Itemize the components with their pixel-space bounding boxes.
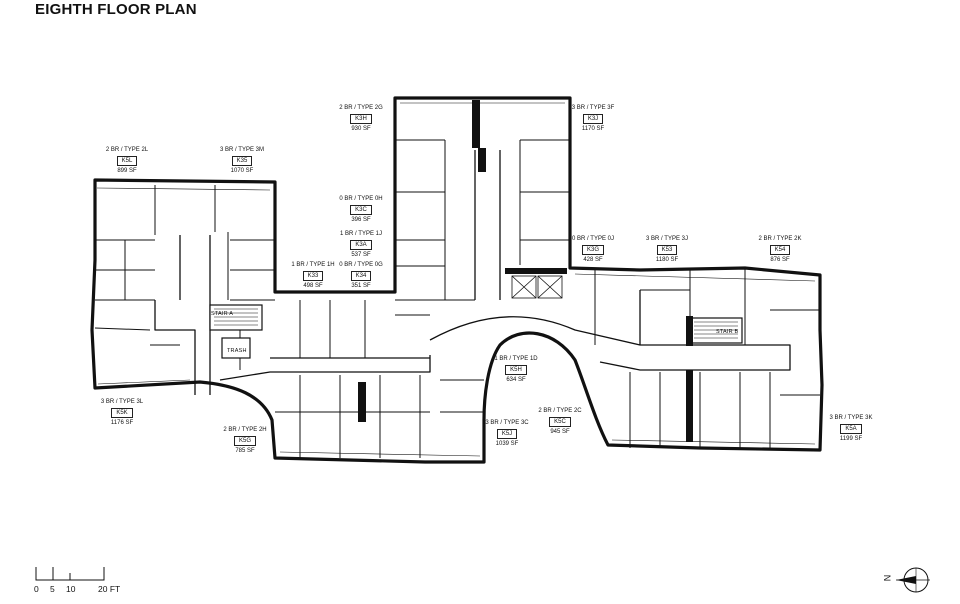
unit-id: K5A bbox=[840, 424, 862, 434]
shaft bbox=[505, 268, 567, 274]
trash-room bbox=[221, 337, 251, 359]
unit-type: 3 BR / TYPE 3K bbox=[829, 415, 873, 421]
unit-area: 1170 SF bbox=[581, 126, 605, 132]
unit-id: K3G bbox=[581, 245, 604, 255]
unit-type: 3 BR / TYPE 3L bbox=[100, 399, 144, 405]
unit-id: K33 bbox=[302, 271, 324, 281]
shaft bbox=[472, 100, 480, 148]
trash-label: TRASH bbox=[227, 348, 247, 354]
unit-label: 1 BR / TYPE 1D K5H 634 SF bbox=[471, 355, 561, 385]
elevator bbox=[537, 275, 563, 299]
unit-label: 2 BR / TYPE 2G K3H 930 SF bbox=[316, 104, 406, 134]
scale-bar: 0 5 10 20 FT bbox=[34, 563, 154, 597]
unit-label: 0 BR / TYPE 0G K34 351 SF bbox=[316, 261, 406, 291]
unit-area: 930 SF bbox=[351, 126, 371, 132]
unit-type: 0 BR / TYPE 0H bbox=[339, 196, 383, 202]
unit-area: 1199 SF bbox=[839, 436, 863, 442]
unit-type: 1 BR / TYPE 1D bbox=[494, 356, 538, 362]
scale-tick: 20 FT bbox=[98, 584, 121, 594]
unit-id: K5H bbox=[505, 365, 527, 375]
unit-area: 785 SF bbox=[235, 448, 255, 454]
exterior-wall bbox=[90, 96, 824, 464]
unit-type: 0 BR / TYPE 0J bbox=[572, 236, 614, 242]
unit-area: 1070 SF bbox=[230, 168, 254, 174]
unit-label: 0 BR / TYPE 0H K3C 396 SF bbox=[316, 195, 406, 225]
unit-type: 3 BR / TYPE 3J bbox=[646, 236, 688, 242]
unit-type: 2 BR / TYPE 2L bbox=[105, 147, 149, 153]
unit-id: K5L bbox=[116, 156, 138, 166]
unit-id: K5C bbox=[549, 417, 571, 427]
unit-area: 876 SF bbox=[770, 257, 790, 263]
shaft bbox=[478, 148, 486, 172]
unit-type: 0 BR / TYPE 0G bbox=[339, 262, 383, 268]
unit-area: 1039 SF bbox=[495, 441, 519, 447]
unit-label: 3 BR / TYPE 3C K5J 1039 SF bbox=[462, 419, 552, 449]
unit-area: 1180 SF bbox=[655, 257, 679, 263]
scale-tick: 5 bbox=[50, 584, 55, 594]
unit-label: 3 BR / TYPE 3F K3J 1170 SF bbox=[548, 104, 638, 134]
unit-id: K5K bbox=[111, 408, 133, 418]
unit-id: K53 bbox=[656, 245, 678, 255]
scale-tick: 10 bbox=[66, 584, 76, 594]
page-title: EIGHTH FLOOR PLAN bbox=[35, 1, 197, 18]
unit-label: 2 BR / TYPE 2K K54 876 SF bbox=[735, 235, 825, 265]
unit-type: 1 BR / TYPE 1J bbox=[340, 231, 382, 237]
unit-label: 1 BR / TYPE 1H K33 498 SF bbox=[268, 261, 358, 291]
unit-id: K5G bbox=[233, 436, 256, 446]
north-arrow: N bbox=[882, 566, 934, 596]
unit-area: 1176 SF bbox=[110, 420, 134, 426]
shaft bbox=[686, 370, 693, 442]
unit-type: 3 BR / TYPE 3C bbox=[485, 420, 529, 426]
unit-type: 2 BR / TYPE 2C bbox=[538, 408, 582, 414]
unit-area: 899 SF bbox=[117, 168, 137, 174]
unit-label: 2 BR / TYPE 2H K5G 785 SF bbox=[200, 426, 290, 456]
shaft bbox=[358, 382, 366, 422]
unit-label: 3 BR / TYPE 3K K5A 1199 SF bbox=[806, 414, 896, 444]
unit-label: 2 BR / TYPE 2C K5C 945 SF bbox=[515, 407, 605, 437]
unit-area: 428 SF bbox=[583, 257, 603, 263]
unit-type: 2 BR / TYPE 2K bbox=[758, 236, 802, 242]
unit-type: 2 BR / TYPE 2G bbox=[339, 105, 383, 111]
interior-walls-left bbox=[94, 185, 275, 370]
unit-type: 3 BR / TYPE 3F bbox=[571, 105, 615, 111]
stair-b-label: STAIR B bbox=[716, 329, 739, 335]
interior-walls-east bbox=[594, 268, 820, 448]
unit-type: 3 BR / TYPE 3M bbox=[220, 147, 264, 153]
unit-area: 945 SF bbox=[550, 429, 570, 435]
unit-area: 634 SF bbox=[506, 377, 526, 383]
unit-area: 351 SF bbox=[351, 283, 371, 289]
unit-id: K54 bbox=[769, 245, 791, 255]
unit-label: 1 BR / TYPE 1J K3A 537 SF bbox=[316, 230, 406, 260]
unit-area: 498 SF bbox=[303, 283, 323, 289]
unit-label: 3 BR / TYPE 3M K35 1070 SF bbox=[197, 146, 287, 176]
unit-id: K3C bbox=[350, 205, 372, 215]
shaft bbox=[686, 316, 693, 346]
compass-icon bbox=[896, 567, 930, 593]
scale-bar-graphic bbox=[35, 567, 105, 581]
unit-id: K35 bbox=[231, 156, 253, 166]
unit-label: 3 BR / TYPE 3L K5K 1176 SF bbox=[77, 398, 167, 428]
unit-id: K5J bbox=[496, 429, 518, 439]
unit-id: K34 bbox=[350, 271, 372, 281]
balcony-rails bbox=[96, 102, 816, 457]
unit-label: 2 BR / TYPE 2L K5L 899 SF bbox=[82, 146, 172, 176]
interior-walls-tower bbox=[395, 139, 570, 301]
unit-label: 3 BR / TYPE 3J K53 1180 SF bbox=[622, 235, 712, 265]
stair-a-label: STAIR A bbox=[211, 311, 234, 317]
unit-type: 2 BR / TYPE 2H bbox=[223, 427, 267, 433]
unit-id: K3J bbox=[582, 114, 604, 124]
unit-id: K3H bbox=[350, 114, 372, 124]
scale-tick: 0 bbox=[34, 584, 39, 594]
elevator bbox=[511, 275, 537, 299]
interior-walls-south bbox=[275, 300, 484, 458]
unit-label: 0 BR / TYPE 0J K3G 428 SF bbox=[548, 235, 638, 265]
unit-id: K3A bbox=[350, 240, 372, 250]
unit-area: 537 SF bbox=[351, 252, 371, 258]
unit-type: 1 BR / TYPE 1H bbox=[291, 262, 335, 268]
unit-area: 396 SF bbox=[351, 217, 371, 223]
